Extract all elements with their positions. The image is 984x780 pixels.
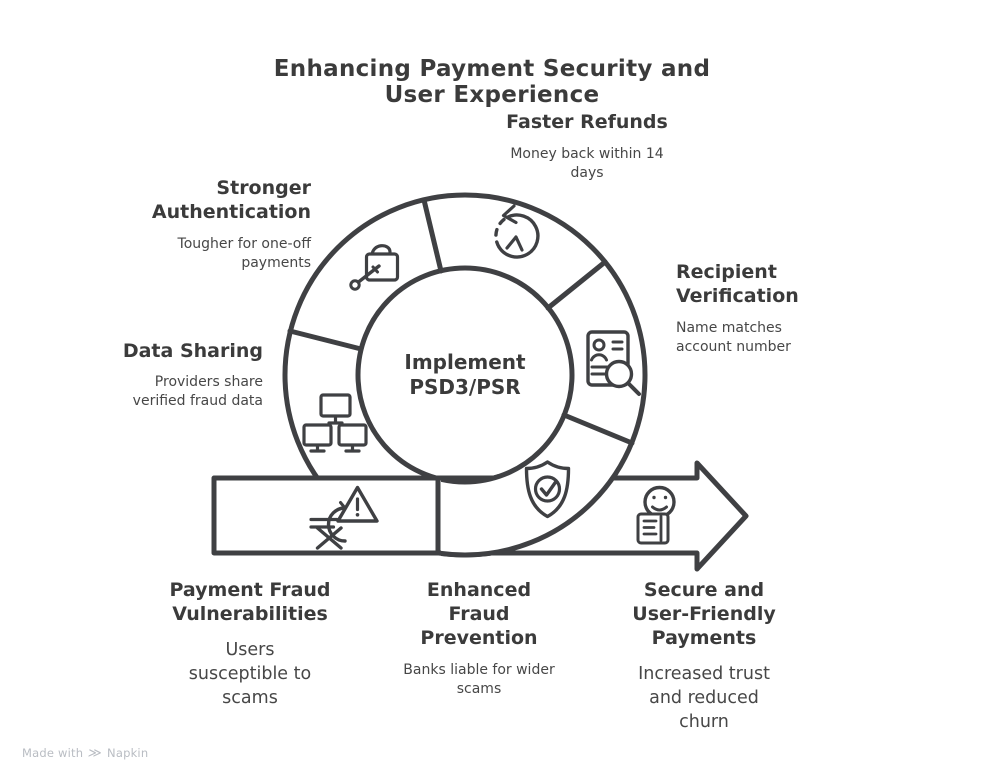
id-card-search-icon: [586, 330, 641, 396]
segment-title-stronger-authentication: Stronger Authentication: [151, 177, 311, 223]
watermark-prefix: Made with: [22, 746, 84, 760]
ring-over-band: [441, 474, 619, 558]
segment-divider: [287, 328, 364, 352]
lock-key-icon: [349, 244, 400, 291]
segment-subtitle-secure-user-friendly-payments: Increased trust and reduced churn: [638, 664, 770, 732]
watermark: Made with ≫ Napkin: [22, 745, 149, 761]
segment-title-enhanced-fraud-prevention: Enhanced Fraud Prevention: [420, 579, 538, 649]
center-label: Implement PSD3/PSR: [404, 350, 526, 399]
segment-subtitle-recipient-verification: Name matches account number: [676, 320, 791, 355]
segment-divider: [545, 259, 608, 311]
segment-title-faster-refunds: Faster Refunds: [506, 111, 668, 133]
watermark-brand: Napkin: [107, 746, 149, 760]
segment-divider: [561, 412, 635, 446]
napkin-logo-icon: ≫: [87, 745, 104, 761]
segment-subtitle-payment-fraud-vulnerabilities: Users susceptible to scams: [188, 640, 312, 708]
network-monitors-icon: [302, 393, 368, 453]
smiley-hand-icon: [636, 485, 676, 545]
segment-title-recipient-verification: Recipient Verification: [676, 261, 799, 307]
segment-subtitle-enhanced-fraud-prevention: Banks liable for wider scams: [403, 662, 555, 697]
segment-subtitle-data-sharing: Providers share verified fraud data: [132, 374, 263, 409]
segment-title-data-sharing: Data Sharing: [122, 340, 263, 362]
segment-title-payment-fraud-vulnerabilities: Payment Fraud Vulnerabilities: [169, 579, 331, 625]
page-title: Enhancing Payment Security and User Expe…: [273, 56, 711, 108]
segment-subtitle-faster-refunds: Money back within 14 days: [510, 146, 664, 181]
segment-subtitle-stronger-authentication: Tougher for one-off payments: [177, 236, 311, 271]
history-clock-icon: [494, 204, 540, 259]
shield-check-icon: [524, 460, 571, 519]
euro-fraud-warning-icon: [309, 485, 379, 550]
segment-title-secure-user-friendly-payments: Secure and User-Friendly Payments: [632, 579, 776, 649]
segment-divider: [421, 197, 444, 274]
